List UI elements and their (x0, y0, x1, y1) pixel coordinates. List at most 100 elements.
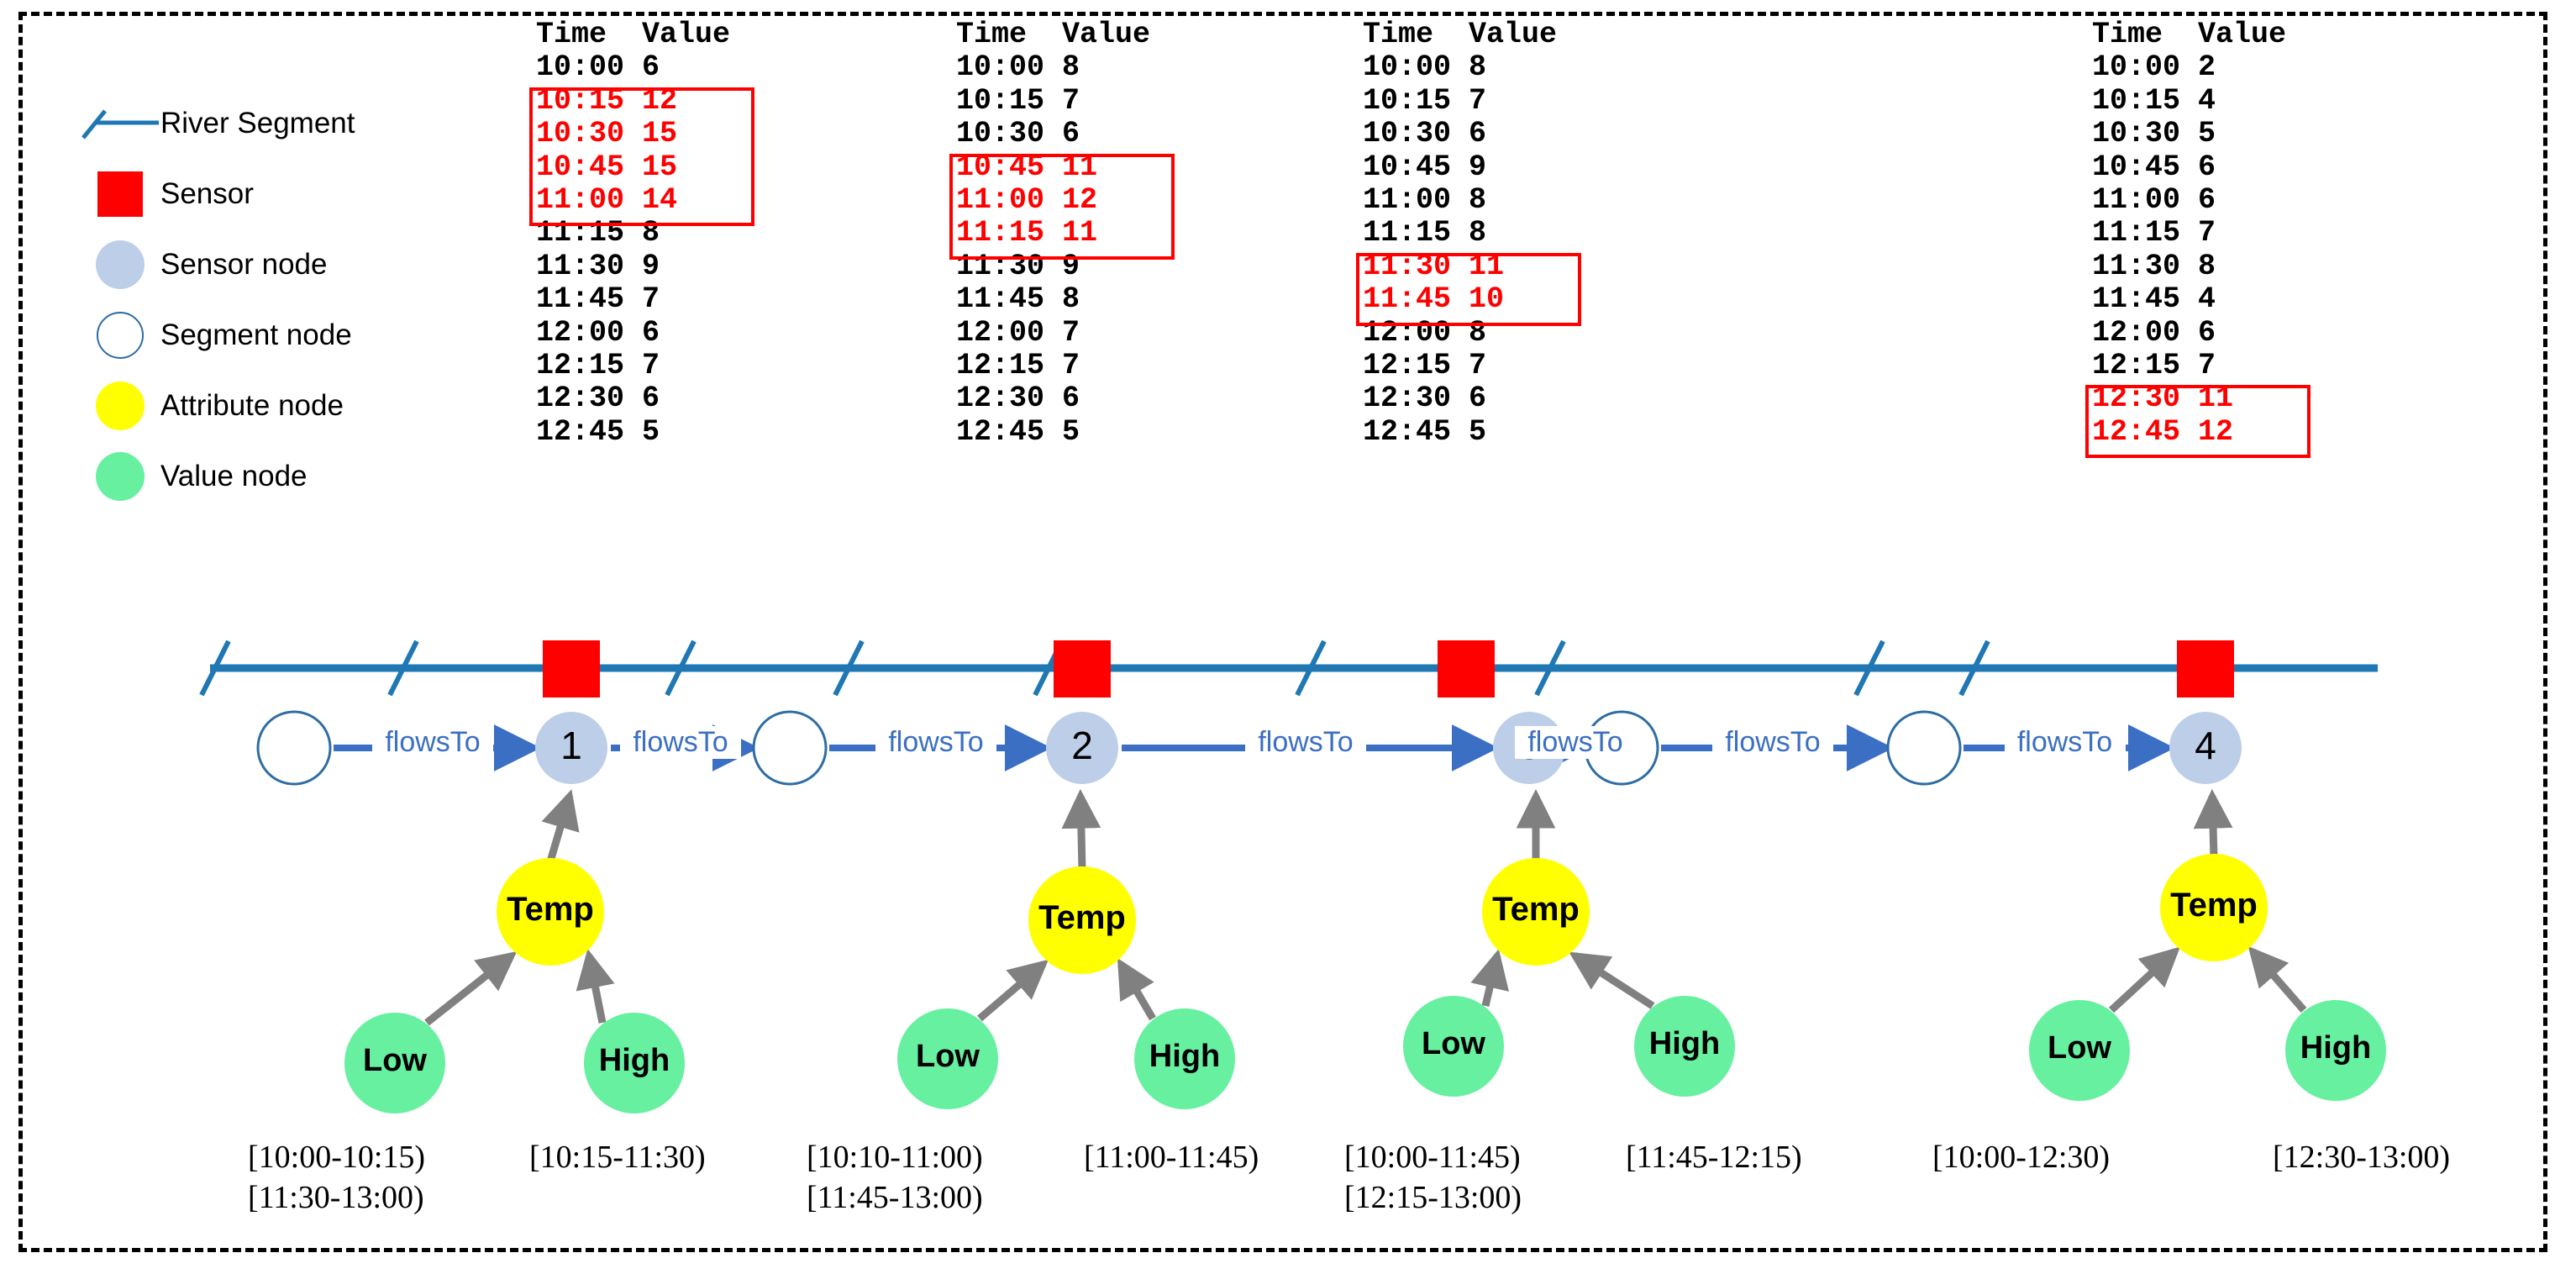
value-node-low[interactable] (2029, 1000, 2130, 1101)
cell-value: 6 (2198, 183, 2216, 218)
cell-value: 7 (642, 349, 660, 383)
table-row: 11:15 7 (2092, 217, 2286, 250)
legend-label-segment-node: Segment node (160, 318, 352, 351)
cell-time: 10:30 (956, 117, 1045, 151)
cell-time: 11:30 (2092, 249, 2181, 283)
cell-value: 6 (1062, 117, 1080, 151)
cell-time: 11:45 (2092, 282, 2181, 317)
attribute-node-icon (80, 382, 160, 430)
segment-node[interactable] (1886, 710, 1962, 786)
cell-time: 11:30 (956, 249, 1045, 283)
value-node-high[interactable] (2285, 1000, 2386, 1101)
river-tick-icon (665, 640, 697, 697)
low-to-attribute-edge (1470, 949, 1509, 1008)
low-interval-label: [12:15-13:00) (1344, 1180, 1522, 1215)
sensor-node-icon (80, 240, 160, 289)
cell-time: 12:45 (1363, 414, 1452, 449)
legend-item-sensor-node: Sensor node (80, 229, 466, 300)
high-interval-label: [12:30-13:00) (2273, 1140, 2451, 1175)
flowsto-label: flowsTo (1245, 726, 1366, 759)
sensor-square-icon (1054, 640, 1111, 698)
cell-time: 10:15 (1363, 83, 1452, 118)
legend-label-attribute-node: Attribute node (160, 389, 344, 422)
cell-value: 6 (1469, 117, 1487, 151)
value-node-low[interactable] (1403, 996, 1504, 1097)
cell-value: 10 (1469, 282, 1505, 317)
cell-value: 11 (1062, 216, 1098, 250)
river-tick-icon (199, 640, 231, 697)
attribute-node[interactable] (2160, 854, 2268, 961)
table-row: 10:30 6 (956, 117, 1150, 151)
segment-node[interactable] (256, 710, 332, 786)
value-node-low[interactable] (344, 1013, 445, 1113)
cell-time: 11:00 (956, 183, 1045, 218)
legend-item-river-segment: River Segment (80, 88, 466, 159)
high-interval-label: [11:00-11:45) (1084, 1140, 1259, 1175)
cell-time: 10:45 (1363, 150, 1452, 184)
cell-value: 14 (642, 183, 678, 218)
cell-value: 8 (1469, 216, 1487, 250)
cell-value: 7 (1469, 349, 1487, 383)
high-interval-label: [10:15-11:30) (529, 1140, 706, 1175)
column-header-value: Value (2198, 18, 2287, 51)
high-to-attribute-edge (2247, 945, 2307, 1013)
cell-time: 10:45 (536, 150, 625, 184)
column-header-value: Value (1469, 18, 1558, 51)
cell-value: 6 (642, 315, 660, 350)
sensor-node[interactable] (1046, 712, 1118, 784)
figure-dashed-border (18, 12, 2547, 1252)
sensor-node[interactable] (2169, 712, 2242, 784)
cell-time: 12:00 (1363, 315, 1452, 350)
cell-value: 9 (1469, 150, 1487, 184)
high-interval-label: [11:45-12:15) (1626, 1140, 1802, 1175)
value-node-high[interactable] (1134, 1008, 1235, 1109)
value-node-low[interactable] (897, 1008, 998, 1109)
attribute-node[interactable] (1028, 866, 1136, 974)
attribute-node[interactable] (1482, 858, 1590, 966)
cell-time: 11:00 (1363, 183, 1452, 218)
high-to-attribute-edge (576, 949, 615, 1024)
value-node-icon (80, 452, 160, 501)
high-to-attribute-edge (1117, 958, 1156, 1021)
column-header-time: Time (2092, 18, 2163, 51)
cell-time: 11:15 (2092, 216, 2181, 250)
sensor-square-icon (1438, 640, 1495, 698)
attribute-node[interactable] (497, 858, 604, 966)
column-header-time: Time (1363, 18, 1434, 51)
legend-item-value-node: Value node (80, 441, 466, 512)
cell-value: 7 (2198, 216, 2216, 250)
flowsto-label: flowsTo (1515, 726, 1636, 759)
river-tick-icon (1534, 640, 1566, 697)
legend-label-sensor: Sensor (160, 177, 254, 210)
cell-time: 12:30 (1363, 382, 1452, 416)
cell-time: 10:15 (2092, 83, 2181, 118)
cell-value: 5 (1469, 414, 1487, 449)
value-node-high[interactable] (584, 1013, 685, 1113)
sensor-node[interactable] (535, 712, 607, 784)
cell-time: 11:15 (1363, 216, 1452, 250)
value-node-high[interactable] (1634, 996, 1735, 1097)
low-interval-label: [11:45-13:00) (807, 1180, 983, 1215)
cell-time: 12:15 (956, 349, 1045, 383)
segment-node[interactable] (752, 710, 828, 786)
legend-label-sensor-node: Sensor node (160, 248, 328, 281)
legend-item-segment-node: Segment node (80, 300, 466, 371)
